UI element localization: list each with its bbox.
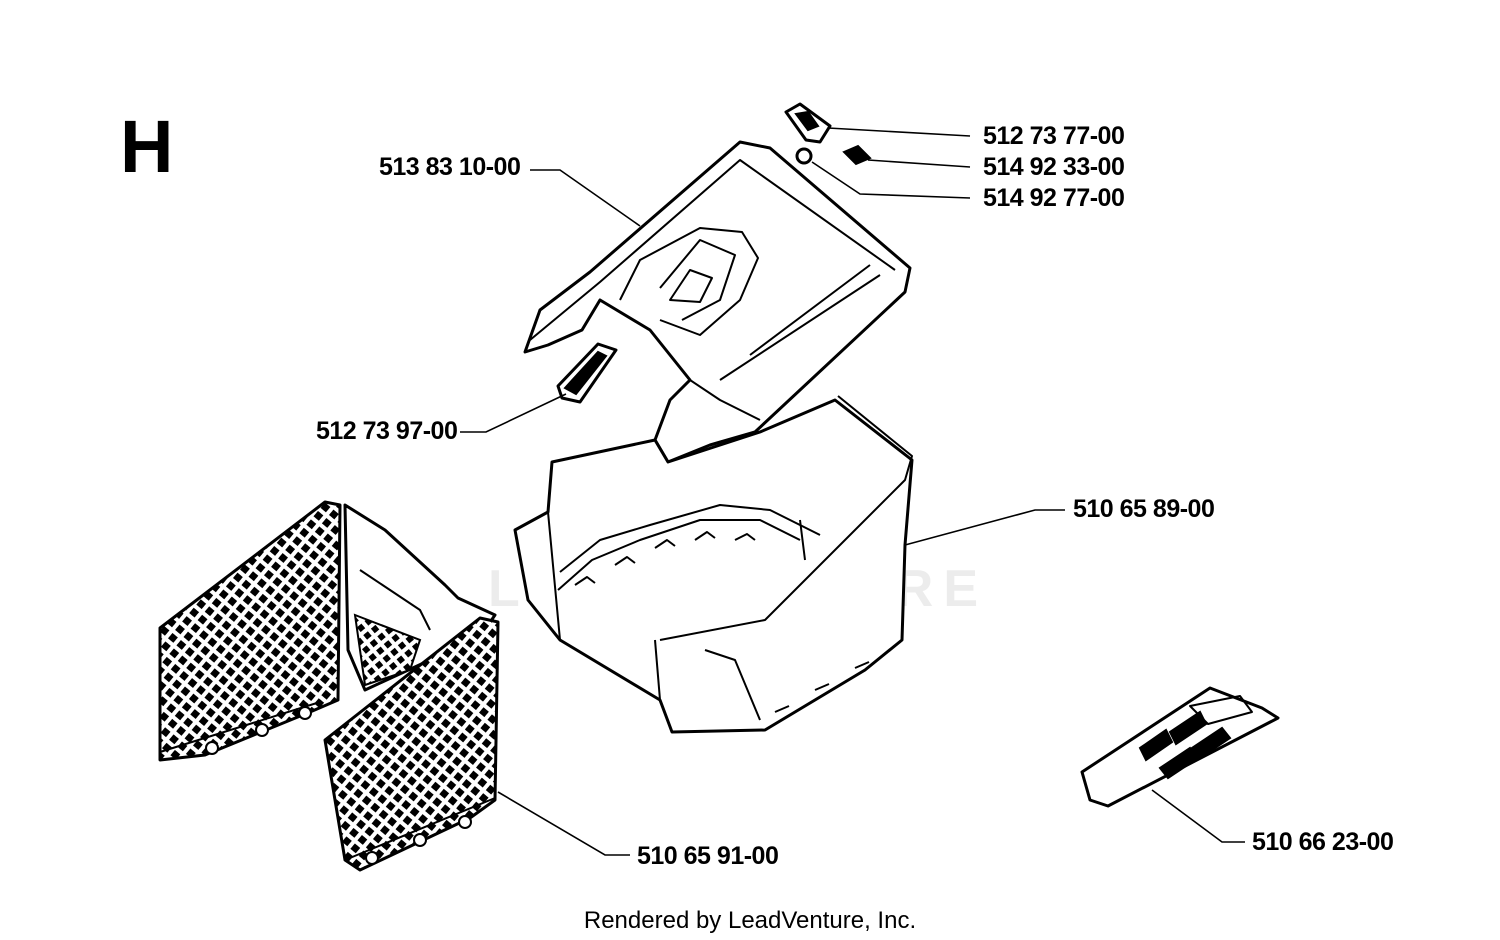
side-mesh-panels-drawing: [158, 500, 500, 872]
handle-insert-drawing: [556, 342, 618, 404]
part-number-label: 510 65 89-00: [1073, 495, 1214, 523]
part-number-label: 510 66 23-00: [1252, 828, 1393, 856]
grass-bag-cover-drawing: [523, 140, 912, 464]
section-letter: H: [120, 105, 173, 188]
part-number-label: 510 65 91-00: [637, 842, 778, 870]
part-number-label: 513 83 10-00: [379, 153, 520, 181]
part-labels: 512 73 77-00 514 92 33-00 514 92 77-00 5…: [316, 122, 1394, 870]
footer-credit: Rendered by LeadVenture, Inc.: [584, 907, 916, 934]
leader-lines: [460, 127, 1245, 856]
part-number-label: 512 73 77-00: [983, 122, 1124, 150]
part-number-label: 514 92 77-00: [983, 184, 1124, 212]
bag-frame-drawing: [513, 395, 914, 734]
part-number-label: 512 73 97-00: [316, 417, 457, 445]
part-number-label: 514 92 33-00: [983, 153, 1124, 181]
latch-small-parts-drawing: [784, 102, 872, 166]
rear-flap-drawing: [1080, 686, 1280, 808]
